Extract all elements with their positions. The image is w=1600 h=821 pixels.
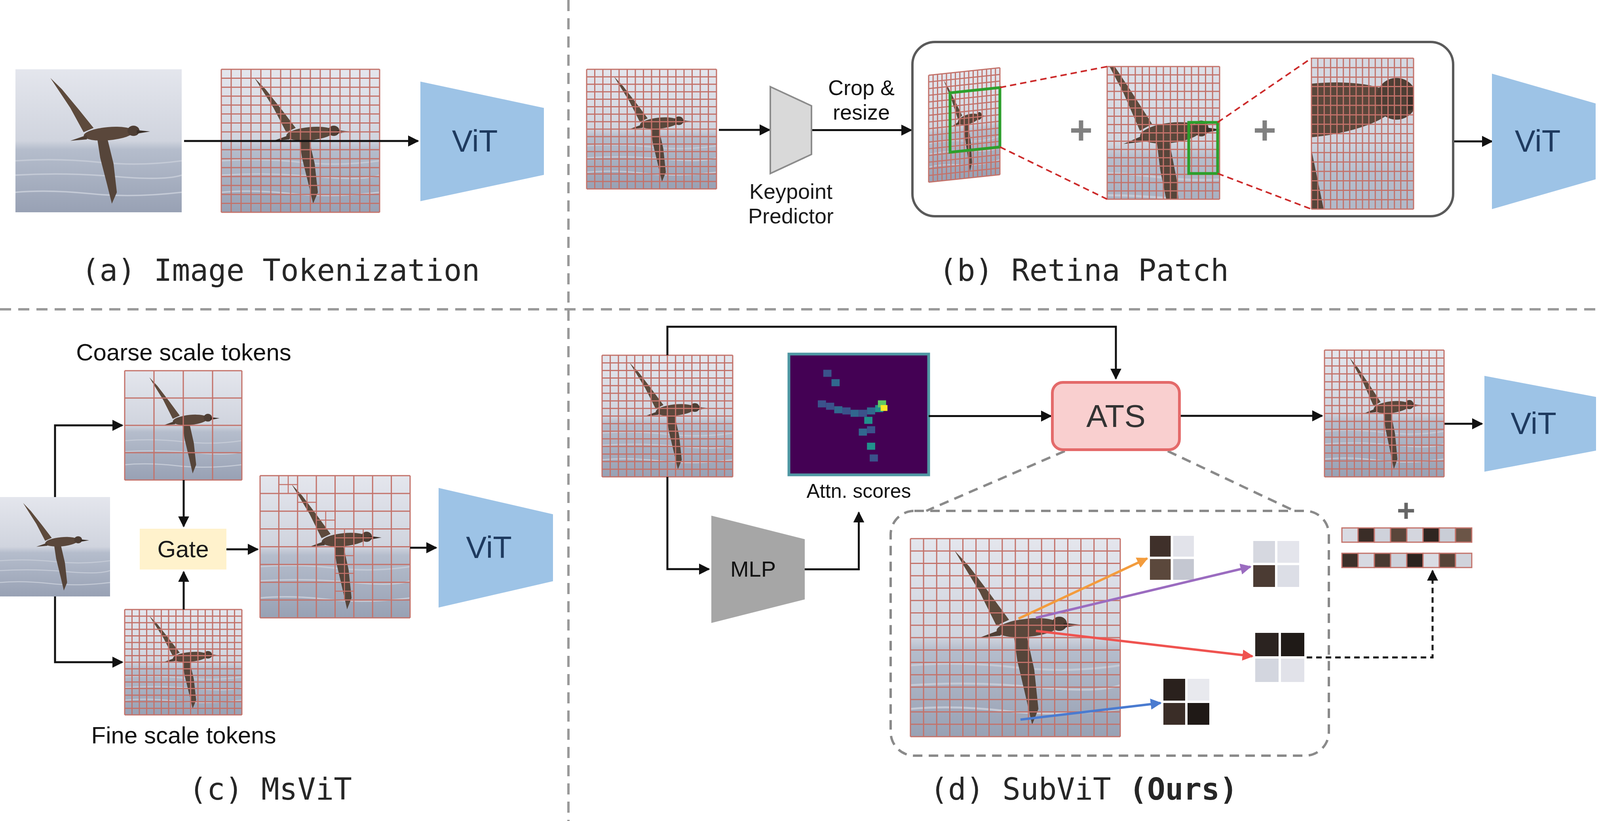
arrow-line [182,571,185,610]
node-text: Attn. scores [788,479,929,503]
connector-arrow [804,512,859,570]
zoom-panel [890,510,1329,756]
trapezoid-fill [711,515,805,623]
arrow-line [667,476,709,569]
trapezoid-fill [770,86,812,174]
trapezoid-fill [1491,73,1596,210]
flow-arrow [718,129,770,132]
vit-encoder: ViT [438,487,553,608]
attention-heatmap-image [788,353,929,475]
arrow-line [667,326,1116,379]
bird-photo [0,496,111,597]
token-scale-label: Coarse scale tokens [76,338,292,366]
flow-arrow [55,425,437,662]
gate-box: Gate [139,528,227,570]
panel-caption: (c) MsViT [188,771,352,806]
attention-scores: Attn. scores [788,353,929,513]
arrow-line [226,548,258,551]
connector-arrow [1454,140,1492,143]
node-text: + [1069,110,1093,150]
panel-caption-emphasis: (Ours) [1128,771,1238,806]
tokenized-image [1324,349,1445,477]
arrow-line [1180,414,1323,417]
panel-caption: (a) Image Tokenization [81,252,481,288]
zoom-guide [999,58,1312,210]
trapezoid-fill [438,487,553,608]
extra-token-strip [1341,527,1472,568]
node-text: MLP [730,556,776,582]
arrow-line [718,129,770,132]
trapezoid-fill [1484,375,1597,472]
fine-token-image [124,609,242,715]
plus-sign: + [1396,492,1416,529]
arrow-line [1444,422,1483,425]
node-text: ATS [1086,397,1146,435]
vit-encoder: ViT [1491,73,1596,210]
edge-label: Crop & resize [809,75,913,125]
vit-encoder: ViT [1484,375,1597,472]
connector-arrow [811,129,912,132]
crop-box [1188,122,1218,174]
node-text: + [1253,110,1277,150]
node-text: Keypoint Predictor [731,178,851,229]
ats-box: ATS [1050,380,1181,451]
mixed-token-image [260,475,411,618]
trapezoid-shape [770,86,812,174]
subpatch [1149,535,1305,725]
mlp-block: MLP [711,515,805,623]
append-arrow [1306,570,1433,658]
arrow-line [55,596,123,662]
selection-arrow [1018,558,1253,720]
connector-arrow [928,414,1051,417]
node-text: Gate [157,535,209,563]
panel-caption: (d) SubViT [929,771,1112,806]
retina-view-1 [928,67,1000,183]
retina-view-3 [993,0,1561,430]
tokenized-image [586,69,717,189]
vertical-divider [567,0,570,821]
flow-arrow [667,326,1483,569]
node-text: ViT [465,529,512,566]
arrow-line [55,425,123,497]
keypoint-predictor: Keypoint Predictor [770,86,812,174]
panel-caption: (b) Retina Patch [938,252,1229,288]
retina-view-2 [1056,33,1261,255]
zoom-guide [890,450,1329,756]
flow-arrow [184,140,419,143]
token-scale-label: Fine scale tokens [91,721,277,749]
tokenized-image [602,355,733,477]
horizontal-divider [0,307,1600,311]
node-text: ViT [1510,405,1557,442]
coarse-token-image [124,370,242,480]
arrow-line [410,546,437,549]
retina-patch-panel: ++ [911,40,1455,218]
arrow-line [182,479,185,527]
node-text: ViT [452,123,498,160]
trapezoid-fill [420,81,544,202]
vit-encoder: ViT [420,81,544,202]
bird-photo [15,69,182,213]
node-text: ViT [1514,123,1561,160]
crop-box [950,87,1000,153]
arrow-line [184,140,419,143]
